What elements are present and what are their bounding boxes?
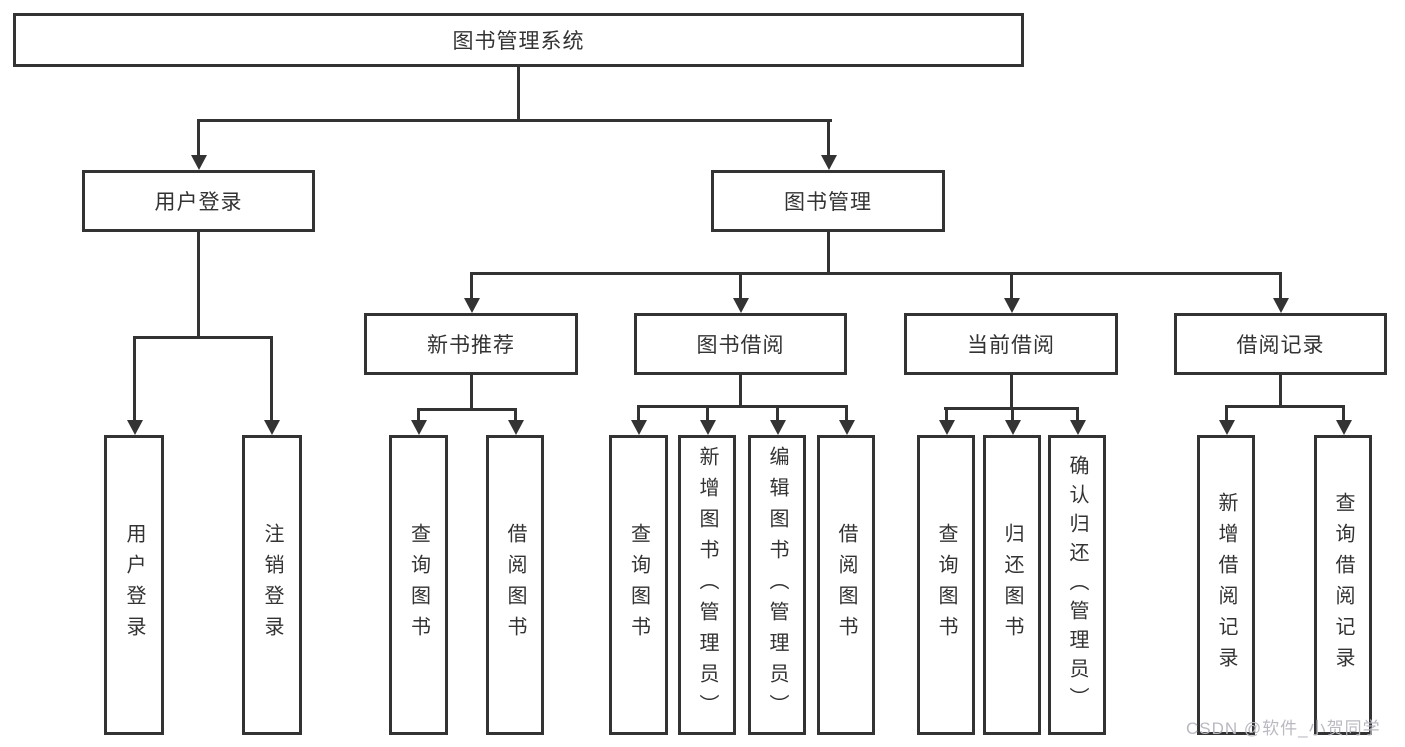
arrow-to-book-borrowing — [739, 272, 742, 298]
node-new-book-recommend-label: 新书推荐 — [427, 334, 515, 357]
node-bb-edit-books: 编辑图书（管理员） — [748, 435, 806, 735]
connector-new-book-stem — [470, 375, 473, 408]
node-br-add-record-label: 新增借阅记录 — [1215, 492, 1237, 678]
arrow-to-current-borrowing — [1010, 272, 1013, 298]
connector-current-borrowing-stem — [1010, 375, 1013, 407]
arrow-to-nb-borrow-books — [514, 408, 517, 420]
node-user-login-leaf: 用户登录 — [104, 435, 164, 735]
arrow-to-user-login-leaf — [133, 336, 136, 420]
connector-borrowing-records-hbar — [1225, 405, 1345, 408]
node-bb-add-books-label: 新增图书（管理员） — [696, 445, 718, 725]
arrow-to-new-book-recommend — [470, 272, 473, 298]
node-library-system: 图书管理系统 — [13, 13, 1024, 67]
node-nb-query-books: 查询图书 — [389, 435, 448, 735]
arrow-to-bb-borrow-books — [845, 405, 848, 420]
node-book-management-label: 图书管理 — [784, 191, 872, 214]
node-bb-borrow-books: 借阅图书 — [817, 435, 875, 735]
connector-book-management-hbar — [470, 272, 1282, 275]
connector-user-login-stem — [197, 232, 200, 336]
node-cb-confirm-return-label: 确认归还（管理员） — [1066, 454, 1088, 716]
node-br-query-record-label: 查询借阅记录 — [1332, 492, 1354, 678]
arrow-to-br-query-record — [1342, 405, 1345, 420]
arrow-to-cb-query-books — [945, 407, 948, 420]
node-cb-return-books: 归还图书 — [983, 435, 1041, 735]
connector-new-book-hbar — [417, 408, 516, 411]
node-library-system-label: 图书管理系统 — [452, 30, 585, 53]
node-nb-query-books-label: 查询图书 — [407, 523, 430, 647]
node-user-login: 用户登录 — [82, 170, 315, 232]
arrow-to-cb-confirm-return — [1076, 407, 1079, 420]
connector-root-stem — [517, 67, 520, 119]
node-new-book-recommend: 新书推荐 — [364, 313, 578, 375]
node-bb-add-books: 新增图书（管理员） — [678, 435, 736, 735]
connector-root-hbar — [197, 119, 832, 122]
arrow-to-br-add-record — [1225, 405, 1228, 420]
node-cb-query-books-label: 查询图书 — [935, 523, 957, 647]
arrow-to-cb-return-books — [1011, 407, 1014, 420]
arrow-to-book-management — [827, 119, 830, 155]
arrow-to-borrowing-records — [1279, 272, 1282, 298]
node-borrowing-records: 借阅记录 — [1174, 313, 1387, 375]
node-book-borrowing: 图书借阅 — [634, 313, 847, 375]
connector-book-borrowing-hbar — [637, 405, 847, 408]
node-cb-confirm-return: 确认归还（管理员） — [1048, 435, 1106, 735]
arrow-to-user-login — [197, 119, 200, 155]
node-bb-borrow-books-label: 借阅图书 — [835, 523, 857, 647]
connector-borrowing-records-stem — [1279, 375, 1282, 405]
node-nb-borrow-books: 借阅图书 — [486, 435, 544, 735]
node-nb-borrow-books-label: 借阅图书 — [504, 523, 526, 647]
arrow-to-bb-add-books — [706, 405, 709, 420]
node-bb-edit-books-label: 编辑图书（管理员） — [766, 445, 788, 725]
node-br-add-record: 新增借阅记录 — [1197, 435, 1255, 735]
arrow-to-nb-query-books — [417, 408, 420, 420]
node-cb-return-books-label: 归还图书 — [1001, 523, 1023, 647]
node-book-borrowing-label: 图书借阅 — [696, 334, 785, 357]
arrow-to-logout-leaf — [270, 336, 273, 420]
watermark: CSDN @软件_小贺同学 — [1186, 719, 1381, 738]
node-user-login-leaf-label: 用户登录 — [123, 523, 145, 647]
connector-book-borrowing-stem — [739, 375, 742, 405]
node-logout-leaf-label: 注销登录 — [261, 523, 283, 647]
node-bb-query-books: 查询图书 — [609, 435, 668, 735]
arrow-to-bb-query-books — [637, 405, 640, 420]
connector-user-login-hbar — [133, 336, 273, 339]
node-cb-query-books: 查询图书 — [917, 435, 975, 735]
node-current-borrowing: 当前借阅 — [904, 313, 1118, 375]
node-bb-query-books-label: 查询图书 — [627, 523, 650, 647]
connector-book-management-stem — [827, 232, 830, 272]
arrow-to-bb-edit-books — [776, 405, 779, 420]
node-current-borrowing-label: 当前借阅 — [967, 334, 1055, 357]
node-user-login-label: 用户登录 — [154, 191, 243, 214]
node-borrowing-records-label: 借阅记录 — [1236, 334, 1325, 357]
node-logout-leaf: 注销登录 — [242, 435, 302, 735]
node-br-query-record: 查询借阅记录 — [1314, 435, 1372, 735]
node-book-management: 图书管理 — [711, 170, 945, 232]
